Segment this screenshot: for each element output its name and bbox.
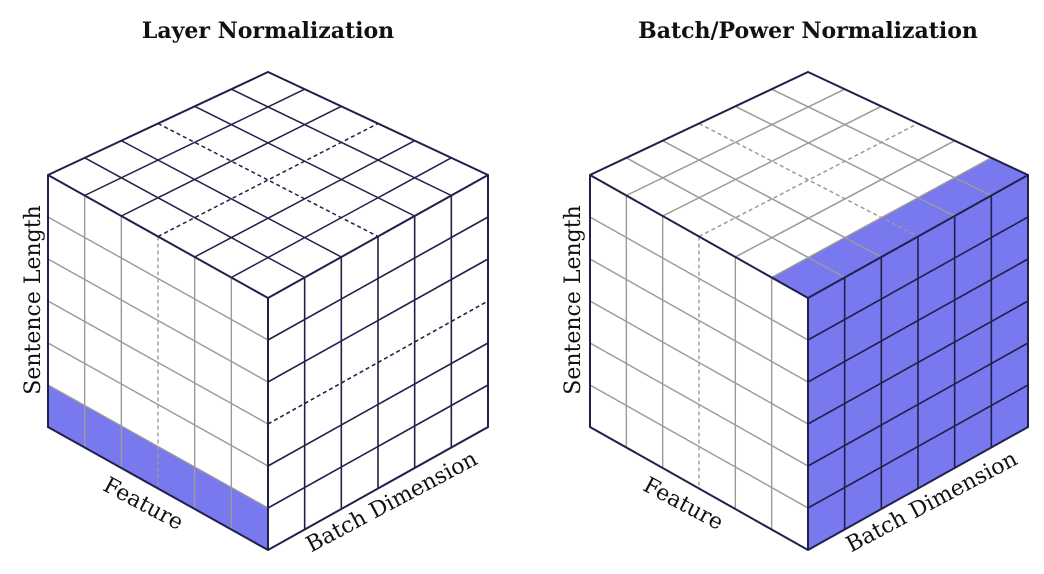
cube-top-face (48, 72, 488, 298)
cube-edge-right-top (267, 174, 489, 299)
cube-edge-left-top (589, 174, 809, 299)
cube-edge-left-top (47, 174, 269, 299)
batch-norm-cube (589, 70, 1029, 552)
layer-norm-diagram: Layer Normalization Sentence Length Feat… (21, 18, 489, 558)
layer-norm-vertical-label: Sentence Length (21, 205, 46, 395)
top-face-line-a (157, 122, 379, 238)
batch-norm-title: Batch/Power Normalization (638, 18, 978, 44)
batch-norm-diagram: Batch/Power Normalization Sentence Lengt… (561, 18, 1029, 558)
layer-norm-title: Layer Normalization (142, 18, 394, 44)
top-face-line-b (625, 157, 846, 279)
layer-norm-cube (47, 70, 489, 552)
batch-norm-vertical-label: Sentence Length (561, 205, 586, 395)
top-face-line-a (698, 122, 919, 238)
cube-top-face (590, 72, 1028, 298)
cube-edge-right-top (807, 174, 1029, 299)
top-face-line-b (84, 157, 306, 279)
